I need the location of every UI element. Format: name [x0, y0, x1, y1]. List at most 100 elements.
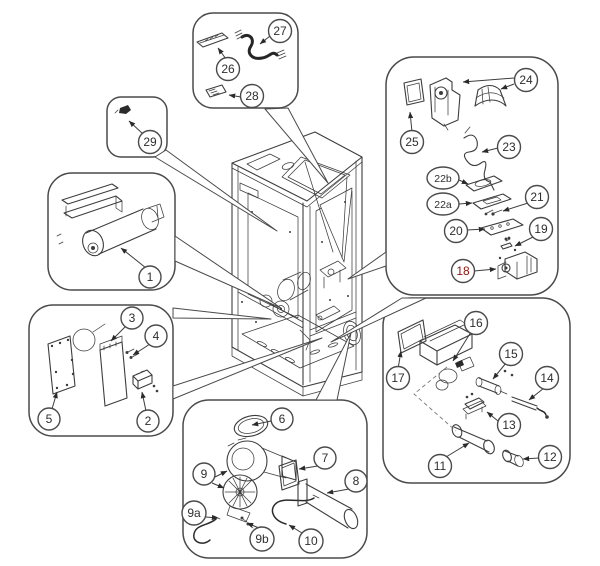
hopper-funnel: [319, 187, 353, 263]
part-sensor-clip-drawing: [114, 105, 131, 114]
part-drop-tube-11-drawing: [451, 424, 495, 455]
svg-text:14: 14: [540, 371, 554, 385]
svg-text:12: 12: [543, 450, 557, 464]
svg-text:21: 21: [530, 190, 544, 204]
callout-5[interactable]: 5: [37, 407, 61, 431]
box-feeder-parts: [382, 297, 571, 484]
callout-11[interactable]: 11: [427, 453, 453, 479]
svg-text:7: 7: [322, 451, 329, 465]
svg-text:9b: 9b: [255, 532, 269, 546]
part-auger-spiral-drawing: [463, 126, 495, 191]
part-remote-control-drawing: [205, 84, 227, 98]
assembly-axis-dashed-line: [413, 366, 457, 432]
left-door-panel: [247, 192, 299, 319]
part-circuit-board-drawing: [47, 335, 76, 395]
callout-3[interactable]: 3: [120, 306, 144, 330]
callout-24[interactable]: 24: [513, 67, 539, 93]
svg-text:17: 17: [391, 371, 405, 385]
part-tube-15-drawing: [475, 369, 514, 395]
box-burnpot-parts: [385, 56, 559, 296]
callout-18-highlighted[interactable]: 18: [450, 258, 476, 284]
callout-9[interactable]: 9: [192, 462, 216, 486]
internal-machinery: [241, 201, 361, 351]
part-rod-14-drawing: [511, 396, 549, 419]
callout-27[interactable]: 27: [267, 18, 293, 44]
callout-1[interactable]: 1: [138, 265, 162, 289]
svg-text:24: 24: [519, 73, 533, 87]
part-cover-bracket-drawing: [474, 84, 507, 107]
svg-text:23: 23: [502, 140, 516, 154]
svg-text:26: 26: [221, 62, 235, 76]
svg-text:4: 4: [153, 329, 160, 343]
callout-6[interactable]: 6: [270, 407, 294, 431]
svg-text:9a: 9a: [187, 506, 201, 520]
callout-25[interactable]: 25: [399, 129, 425, 155]
svg-text:8: 8: [353, 474, 360, 488]
callout-14[interactable]: 14: [534, 365, 560, 391]
part-window-gasket-drawing: [403, 78, 425, 106]
svg-text:13: 13: [502, 418, 516, 432]
callout-boxes: [28, 12, 571, 559]
part-gear-motor-drawing: [56, 183, 165, 257]
part-probe-wire-drawing: [72, 323, 106, 352]
svg-text:18: 18: [456, 264, 470, 278]
callout-15[interactable]: 15: [498, 341, 524, 367]
part-plate-22b-drawing: [465, 175, 503, 192]
callout-16[interactable]: 16: [463, 310, 489, 336]
part-vacuum-switch-drawing: [132, 369, 159, 393]
svg-text:6: 6: [279, 412, 286, 426]
part-exhaust-blower-drawing: [222, 437, 297, 523]
callout-7[interactable]: 7: [313, 446, 337, 470]
part-auger-housing-drawing: [429, 77, 461, 131]
svg-text:28: 28: [245, 89, 259, 103]
callout-29[interactable]: 29: [137, 129, 163, 155]
svg-text:19: 19: [534, 222, 548, 236]
highlight-circle: [450, 258, 476, 284]
box-motor-part: [47, 172, 176, 291]
svg-text:22a: 22a: [434, 199, 452, 211]
svg-text:9: 9: [201, 467, 208, 481]
svg-text:5: 5: [46, 412, 53, 426]
svg-text:2: 2: [145, 414, 152, 428]
svg-text:11: 11: [434, 459, 447, 473]
svg-text:1: 1: [147, 270, 154, 284]
part-igniter-13-drawing: [462, 392, 487, 420]
callout-21[interactable]: 21: [524, 184, 550, 210]
callout-2[interactable]: 2: [136, 409, 160, 433]
callout-13[interactable]: 13: [496, 412, 522, 438]
part-bolt-21-drawing: [491, 209, 503, 216]
callout-9b[interactable]: 9b: [249, 526, 275, 552]
svg-text:25: 25: [405, 135, 419, 149]
part-exhaust-gasket-drawing: [278, 459, 300, 491]
svg-text:10: 10: [304, 534, 318, 548]
callout-22b[interactable]: 22b: [426, 166, 460, 190]
svg-text:16: 16: [469, 316, 483, 330]
callout-9a[interactable]: 9a: [181, 500, 207, 526]
leader-wedges: [154, 107, 427, 401]
svg-text:29: 29: [143, 135, 157, 149]
callout-19[interactable]: 19: [528, 216, 554, 242]
callout-10[interactable]: 10: [298, 528, 324, 554]
svg-text:3: 3: [129, 311, 136, 325]
callouts: 1 2 3 4 5 6 7 8 9 9a 9b 10 11 12 13 14 1…: [37, 18, 563, 554]
callout-20[interactable]: 20: [443, 218, 469, 244]
callout-8[interactable]: 8: [344, 469, 368, 493]
callout-23[interactable]: 23: [496, 134, 522, 160]
part-plate-22a-drawing: [472, 193, 512, 216]
part-frame-plate-17-drawing: [397, 319, 427, 354]
svg-text:27: 27: [273, 24, 287, 38]
part-plate-20-drawing: [480, 218, 524, 241]
callout-12[interactable]: 12: [537, 444, 563, 470]
callout-22a[interactable]: 22a: [426, 192, 460, 216]
callout-28[interactable]: 28: [239, 83, 265, 109]
callout-17[interactable]: 17: [385, 365, 411, 391]
part-display-board-drawing: [196, 32, 229, 48]
callout-4[interactable]: 4: [144, 324, 168, 348]
callout-26[interactable]: 26: [215, 56, 241, 82]
svg-text:15: 15: [504, 347, 518, 361]
svg-text:20: 20: [449, 224, 463, 238]
impeller-spokes: [224, 476, 256, 508]
part-sensor-wire-drawing: [271, 494, 320, 525]
